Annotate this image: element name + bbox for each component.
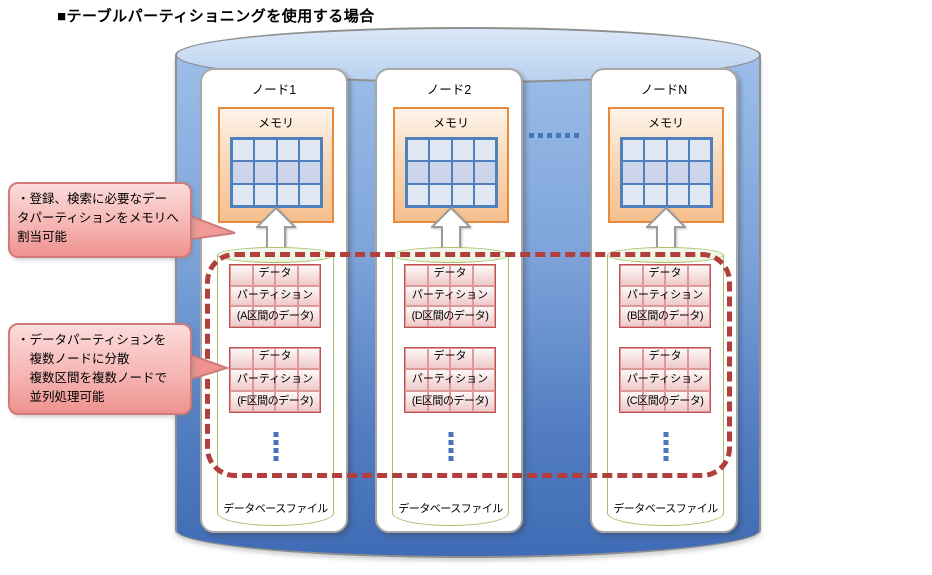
memory-label: メモリ xyxy=(257,116,294,130)
data-partition-block: データ パーティション (E区間のデータ) xyxy=(404,347,496,413)
storage-cylinder-body xyxy=(217,255,334,526)
callout-memory-allocation: ・登録、検索に必要なデー タパーティションをメモリへ 割当可能 xyxy=(8,182,192,258)
partition-grid xyxy=(619,264,711,328)
partition-label-line: データ xyxy=(258,267,292,279)
node-card-1: ノード1 メモリ データ パーティション (A区間のデータ) データ xyxy=(200,68,348,533)
partition-label: データ パーティション (F区間のデータ) xyxy=(229,347,321,413)
partition-label-line: パーティション xyxy=(626,288,704,301)
partition-label-line: データ xyxy=(433,350,467,362)
partition-label-line: データ xyxy=(648,350,682,362)
partition-range-label: (E区間のデータ) xyxy=(411,395,489,408)
memory-box: メモリ xyxy=(393,107,509,223)
partition-label-line: パーティション xyxy=(411,288,489,301)
data-partition-block: データ パーティション (D区間のデータ) xyxy=(404,264,496,328)
node-card-2: ノード2 メモリ データ パーティション (D区間のデータ) データ xyxy=(375,68,523,533)
partition-grid xyxy=(404,264,496,328)
ellipsis-dots-vertical-icon xyxy=(448,432,453,461)
memory-box: メモリ xyxy=(218,107,334,223)
memory-label: メモリ xyxy=(432,116,469,130)
callout-text-line: タパーティションをメモリへ xyxy=(17,211,179,225)
partition-range-label: (C区間のデータ) xyxy=(626,395,704,408)
storage-cylinder-body xyxy=(392,255,509,526)
partition-range-label: (B区間のデータ) xyxy=(626,310,704,323)
callout-text-line: 複数区間を複数ノードで xyxy=(17,371,168,385)
partition-label: データ パーティション (D区間のデータ) xyxy=(404,264,496,328)
partition-label: データ パーティション (C区間のデータ) xyxy=(619,347,711,413)
data-partition-block: データ パーティション (F区間のデータ) xyxy=(229,347,321,413)
memory-label: メモリ xyxy=(647,116,684,130)
node-separator-dots-icon xyxy=(529,133,579,138)
partition-label-line: データ xyxy=(648,267,682,279)
data-partition-block: データ パーティション (C区間のデータ) xyxy=(619,347,711,413)
callout-text-line: 割当可能 xyxy=(17,230,68,244)
ellipsis-dots-vertical-icon xyxy=(663,432,668,461)
callout-text-line: 複数ノードに分散 xyxy=(17,352,130,366)
node-title: ノード1 xyxy=(251,83,297,97)
partition-label-line: パーティション xyxy=(411,372,489,385)
partition-label: データ パーティション (A区間のデータ) xyxy=(229,264,321,328)
data-partition-block: データ パーティション (B区間のデータ) xyxy=(619,264,711,328)
partition-label-line: パーティション xyxy=(236,288,314,301)
storage-cylinder: データ パーティション (B区間のデータ) データ パーティション (C区間のデ… xyxy=(607,247,724,526)
partition-label-line: データ xyxy=(433,267,467,279)
partition-grid xyxy=(229,264,321,328)
partition-label-line: データ xyxy=(258,350,292,362)
partition-label-line: パーティション xyxy=(626,372,704,385)
partition-grid xyxy=(619,347,711,413)
data-partition-block: データ パーティション (A区間のデータ) xyxy=(229,264,321,328)
page-title: ■テーブルパーティショニングを使用する場合 xyxy=(57,8,375,25)
memory-box: メモリ xyxy=(608,107,724,223)
partition-label: データ パーティション (B区間のデータ) xyxy=(619,264,711,328)
partition-grid xyxy=(404,347,496,413)
database-file-label: データベースファイル xyxy=(223,503,328,515)
callout-distribution: ・データパーティションを 複数ノードに分散 複数区間を複数ノードで 並列処理可能 xyxy=(8,323,192,415)
memory-table-grid xyxy=(405,137,498,208)
database-file-label: データベースファイル xyxy=(398,503,503,515)
partition-range-label: (F区間のデータ) xyxy=(237,395,313,408)
partition-label-line: パーティション xyxy=(236,372,314,385)
node-title: ノードN xyxy=(640,83,688,97)
storage-cylinder: データ パーティション (A区間のデータ) データ パーティション (F区間のデ… xyxy=(217,247,334,526)
partition-range-label: (D区間のデータ) xyxy=(411,310,489,323)
memory-table-grid xyxy=(620,137,713,208)
database-file-label: データベースファイル xyxy=(613,503,718,515)
node-title: ノード2 xyxy=(426,83,472,97)
storage-cylinder: データ パーティション (D区間のデータ) データ パーティション (E区間のデ… xyxy=(392,247,509,526)
callout-text-line: ・登録、検索に必要なデー xyxy=(17,192,168,206)
partition-scope-dashed-outline xyxy=(205,252,732,478)
storage-cylinder-body xyxy=(607,255,724,526)
partition-label: データ パーティション (E区間のデータ) xyxy=(404,347,496,413)
partition-range-label: (A区間のデータ) xyxy=(236,310,314,323)
memory-table-grid xyxy=(230,137,323,208)
node-card-n: ノードN メモリ データ パーティション (B区間のデータ) データ xyxy=(590,68,738,533)
partition-grid xyxy=(229,347,321,413)
callout-text-line: 並列処理可能 xyxy=(17,390,105,404)
callout-text-line: ・データパーティションを xyxy=(17,333,167,347)
ellipsis-dots-vertical-icon xyxy=(273,432,278,461)
